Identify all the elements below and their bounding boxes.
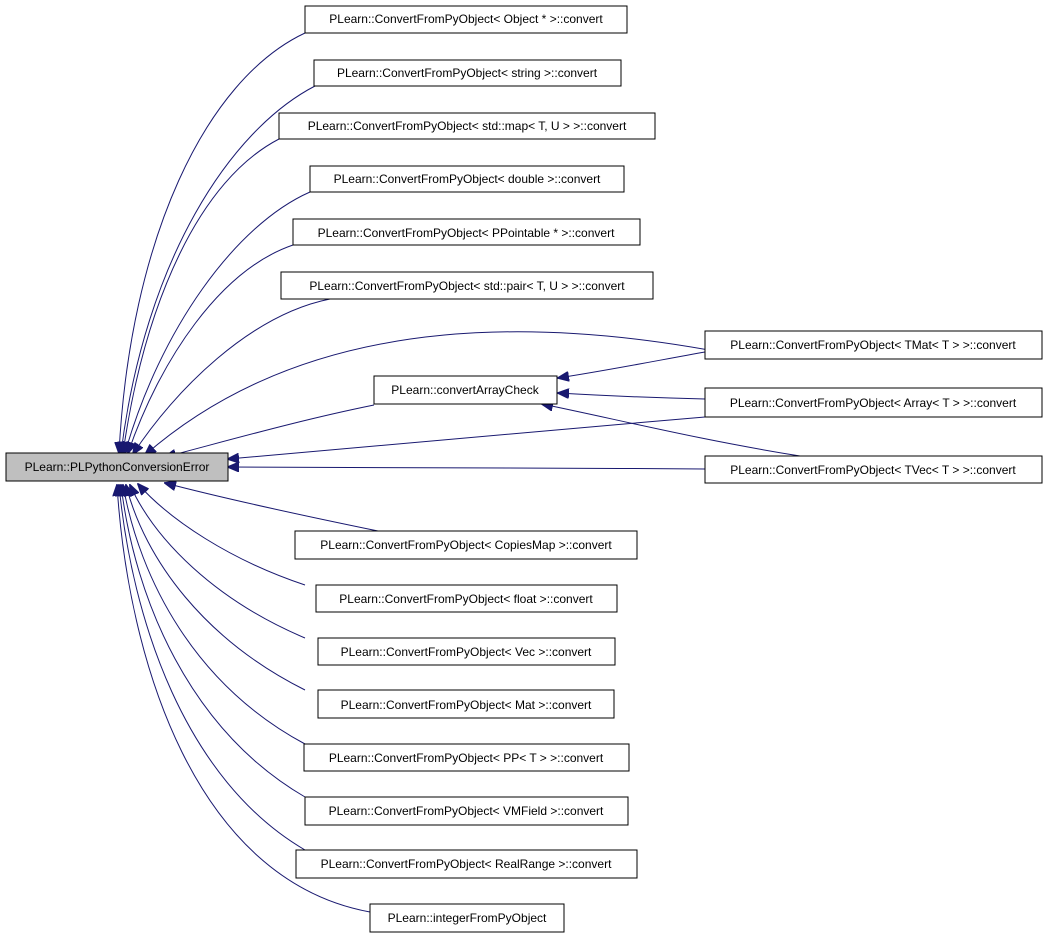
edge-n14-root [126, 485, 306, 691]
node-label: PLearn::ConvertFromPyObject< CopiesMap >… [320, 538, 612, 552]
node-label: PLearn::ConvertFromPyObject< float >::co… [339, 592, 593, 606]
edge-n7-n8 [558, 351, 706, 378]
node-convert-realrange[interactable]: PLearn::ConvertFromPyObject< RealRange >… [295, 849, 638, 879]
node-label: PLearn::PLPythonConversionError [25, 460, 210, 474]
edge-n1-root [119, 32, 306, 453]
node-label: PLearn::ConvertFromPyObject< RealRange >… [321, 857, 612, 871]
edge-n16-root [121, 485, 306, 798]
node-convert-pp[interactable]: PLearn::ConvertFromPyObject< PP< T > >::… [303, 743, 630, 772]
edge-n11-root [165, 483, 379, 532]
edge-n9-root [228, 416, 706, 459]
node-label: PLearn::ConvertFromPyObject< std::map< T… [308, 119, 627, 133]
node-convert-object-ptr[interactable]: PLearn::ConvertFromPyObject< Object * >:… [304, 5, 628, 34]
nodes: PLearn::PLPythonConversionError PLearn::… [5, 5, 1043, 933]
edge-n10-n8 [542, 404, 801, 457]
node-label: PLearn::ConvertFromPyObject< std::pair< … [309, 279, 625, 293]
edge-n18-root [117, 485, 371, 913]
edge-n4-root [125, 191, 311, 453]
edge-n12-root [138, 484, 306, 586]
edge-n17-root [119, 485, 306, 851]
node-convert-std-map[interactable]: PLearn::ConvertFromPyObject< std::map< T… [278, 112, 656, 140]
edges [117, 32, 801, 913]
edge-n5-root [128, 244, 294, 453]
node-label: PLearn::ConvertFromPyObject< string >::c… [337, 66, 598, 80]
node-convert-copiesmap[interactable]: PLearn::ConvertFromPyObject< CopiesMap >… [294, 530, 638, 560]
node-label: PLearn::ConvertFromPyObject< PP< T > >::… [329, 751, 604, 765]
edge-n8-root [165, 404, 375, 457]
edge-n15-root [123, 485, 306, 745]
node-convertarraycheck[interactable]: PLearn::convertArrayCheck [373, 375, 558, 405]
edge-n3-root [123, 138, 280, 453]
edge-n6-root [133, 298, 331, 454]
node-label: PLearn::ConvertFromPyObject< Mat >::conv… [341, 698, 592, 712]
node-label: PLearn::ConvertFromPyObject< TVec< T > >… [730, 463, 1016, 477]
node-label: PLearn::convertArrayCheck [391, 383, 539, 397]
node-convert-std-pair[interactable]: PLearn::ConvertFromPyObject< std::pair< … [280, 271, 654, 300]
node-label: PLearn::integerFromPyObject [388, 911, 547, 925]
node-convert-mat[interactable]: PLearn::ConvertFromPyObject< Mat >::conv… [317, 689, 615, 719]
node-convert-string[interactable]: PLearn::ConvertFromPyObject< string >::c… [313, 59, 622, 87]
node-integerfrompyobject[interactable]: PLearn::integerFromPyObject [369, 903, 565, 933]
node-convert-vec[interactable]: PLearn::ConvertFromPyObject< Vec >::conv… [317, 637, 616, 666]
node-label: PLearn::ConvertFromPyObject< Vec >::conv… [341, 645, 592, 659]
edge-n2-root [121, 85, 316, 453]
node-convert-array[interactable]: PLearn::ConvertFromPyObject< Array< T > … [704, 387, 1043, 418]
node-convert-float[interactable]: PLearn::ConvertFromPyObject< float >::co… [315, 584, 618, 613]
node-label: PLearn::ConvertFromPyObject< Object * >:… [329, 12, 603, 26]
node-convert-tmat[interactable]: PLearn::ConvertFromPyObject< TMat< T > >… [704, 330, 1043, 360]
node-label: PLearn::ConvertFromPyObject< TMat< T > >… [730, 338, 1016, 352]
node-label: PLearn::ConvertFromPyObject< VMField >::… [329, 804, 604, 818]
node-convert-tvec[interactable]: PLearn::ConvertFromPyObject< TVec< T > >… [704, 455, 1043, 484]
node-label: PLearn::ConvertFromPyObject< PPointable … [318, 226, 615, 240]
edge-n13-root [130, 485, 306, 639]
edge-n10-root [228, 467, 706, 469]
node-convert-ppointable-ptr[interactable]: PLearn::ConvertFromPyObject< PPointable … [292, 218, 641, 246]
node-convert-double[interactable]: PLearn::ConvertFromPyObject< double >::c… [309, 165, 625, 193]
node-plpythonconversionerror[interactable]: PLearn::PLPythonConversionError [5, 452, 229, 482]
node-label: PLearn::ConvertFromPyObject< Array< T > … [730, 396, 1017, 410]
edge-n7-root [145, 331, 751, 455]
node-convert-vmfield[interactable]: PLearn::ConvertFromPyObject< VMField >::… [304, 796, 629, 826]
edge-n9-n8 [558, 393, 706, 400]
node-label: PLearn::ConvertFromPyObject< double >::c… [334, 172, 601, 186]
